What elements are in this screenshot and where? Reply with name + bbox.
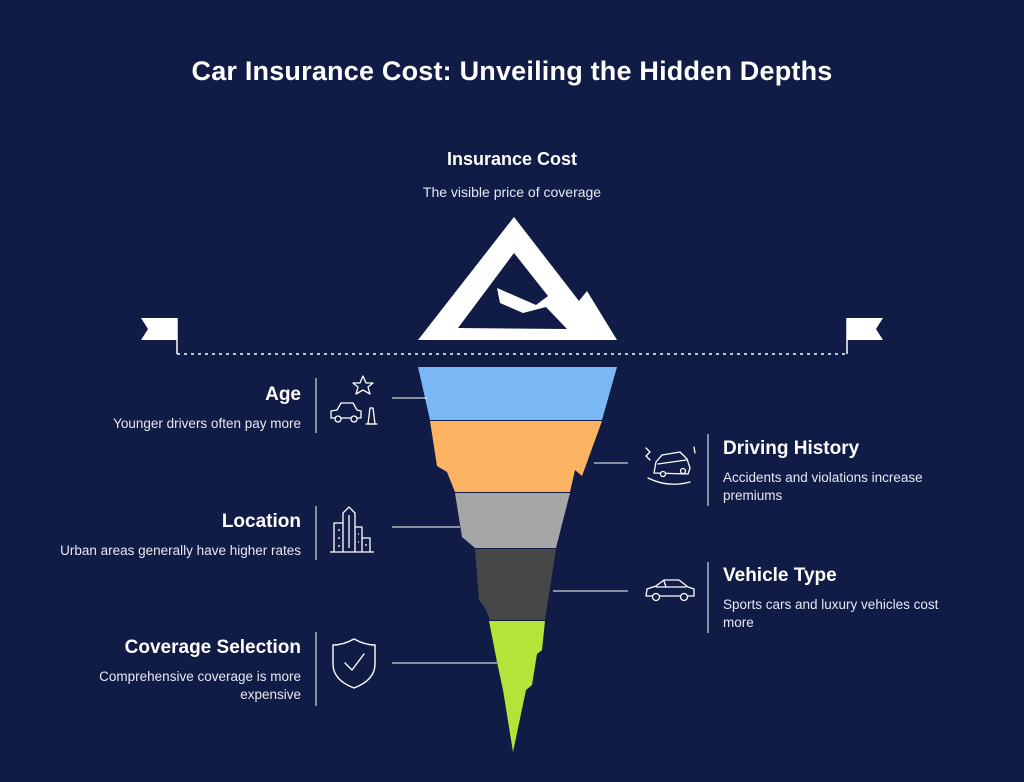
right-flag-icon [846,318,883,354]
factor-coverage-selection: Coverage Selection Comprehensive coverag… [1,636,301,704]
shield-check-icon [332,638,376,689]
factor-vehicle-type-description: Sports cars and luxury vehicles cost mor… [723,597,939,630]
factor-location-description: Urban areas generally have higher rates [60,543,301,558]
layer-vehicle-type [475,549,556,620]
factor-driving-history: Driving History Accidents and violations… [723,437,963,505]
layer-coverage-selection [489,621,545,752]
factor-age: Age Younger drivers often pay more [1,383,301,433]
left-flag-icon [141,318,178,354]
tip-description: The visible price of coverage [422,184,602,200]
car-age-icon [330,375,378,425]
page-title: Car Insurance Cost: Unveiling the Hidden… [191,56,833,86]
factor-age-title: Age [265,384,301,405]
factor-age-description: Younger drivers often pay more [113,416,301,431]
skidding-car-icon [645,446,696,485]
factor-coverage-title: Coverage Selection [124,637,301,658]
city-buildings-icon [330,506,374,553]
factor-driving-history-title: Driving History [723,438,860,459]
factor-location-title: Location [221,511,301,532]
factor-coverage-description: Comprehensive coverage is more expensive [99,669,301,702]
layer-age [418,367,617,420]
sports-car-icon [645,579,695,602]
factor-vehicle-type: Vehicle Type Sports cars and luxury vehi… [723,564,963,632]
factor-location: Location Urban areas generally have high… [1,510,301,560]
layer-driving-history [430,421,602,492]
layer-location [455,493,570,548]
factor-vehicle-type-title: Vehicle Type [723,565,837,586]
factor-driving-history-description: Accidents and violations increase premiu… [723,470,923,503]
iceberg-tip-icon [418,217,617,340]
tip-title: Insurance Cost [446,149,578,169]
